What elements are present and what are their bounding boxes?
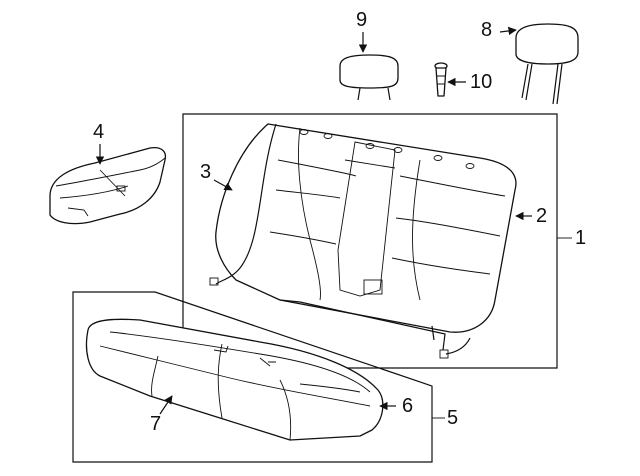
seat-back-part <box>209 123 517 359</box>
callout-1: 1 <box>575 227 587 249</box>
arrow-7 <box>159 395 173 415</box>
callout-8: 8 <box>481 19 493 41</box>
callout-10: 10 <box>470 71 493 93</box>
seat-cushion-part <box>85 318 384 441</box>
armrest-part <box>49 146 167 225</box>
callout-9: 9 <box>356 9 368 31</box>
headrest-large-part <box>515 23 579 105</box>
cushion-group-box <box>72 291 433 463</box>
callout-6: 6 <box>402 395 414 417</box>
callout-2: 2 <box>536 205 548 227</box>
seat-back-group-box <box>182 113 558 369</box>
arrow-8 <box>499 26 517 36</box>
callout-7: 7 <box>150 413 162 435</box>
callout-5: 5 <box>447 407 459 429</box>
callout-3: 3 <box>200 161 212 183</box>
callout-4: 4 <box>93 121 105 143</box>
headrest-guide-part <box>434 62 448 97</box>
headrest-small-part <box>339 54 399 101</box>
arrow-3 <box>213 179 233 191</box>
